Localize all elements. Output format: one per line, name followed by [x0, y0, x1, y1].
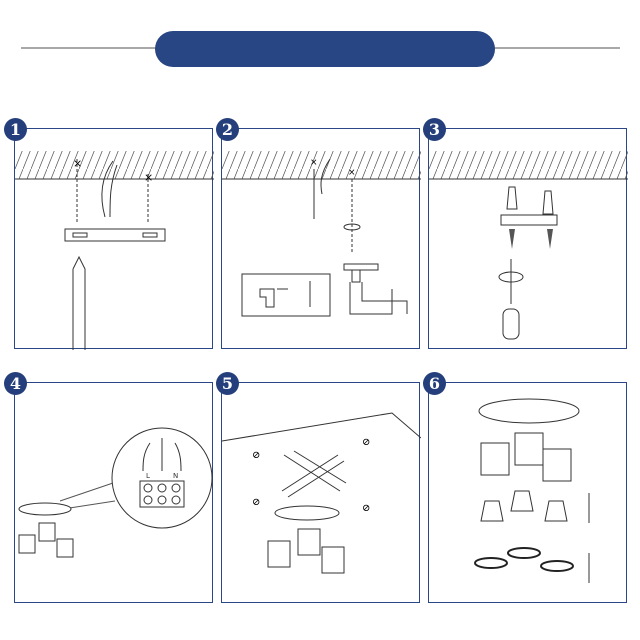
step-5-panel: ⊘ ⊘ ⊘ ⊘ — [221, 382, 421, 603]
header-banner — [155, 31, 495, 67]
svg-text:⊘: ⊘ — [362, 503, 370, 514]
step-3-badge: 3 — [423, 118, 446, 141]
step-6-badge: 6 — [423, 372, 446, 395]
svg-text:⊘: ⊘ — [252, 497, 260, 508]
header-rule-right — [490, 47, 620, 49]
step-5-illustration: ⊘ ⊘ ⊘ ⊘ — [222, 412, 421, 574]
svg-text:⊘: ⊘ — [252, 450, 260, 461]
step-3-panel — [428, 128, 628, 349]
step-1-badge: 1 — [4, 118, 27, 141]
step-5-badge: 5 — [216, 372, 239, 395]
step-1-panel: × × — [14, 128, 214, 350]
svg-text:⊘: ⊘ — [362, 437, 370, 448]
step-6-illustration — [474, 398, 590, 583]
svg-text:×: × — [348, 168, 356, 178]
svg-text:×: × — [310, 158, 318, 168]
step-2-illustration: × × — [222, 151, 421, 317]
step-2-panel: × × — [221, 128, 421, 349]
step-6-panel — [428, 382, 627, 603]
terminal-label-l: L — [146, 472, 150, 480]
step-4-illustration: L N — [18, 427, 213, 558]
header-rule-left — [21, 47, 161, 49]
step-1-illustration: × × — [15, 151, 214, 350]
step-2-badge: 2 — [216, 118, 239, 141]
step-4-badge: 4 — [4, 372, 27, 395]
step-3-illustration — [429, 151, 628, 340]
svg-text:×: × — [73, 157, 82, 170]
terminal-label-n: N — [173, 472, 178, 480]
step-4-panel: L N — [14, 382, 213, 603]
svg-text:×: × — [144, 171, 153, 184]
